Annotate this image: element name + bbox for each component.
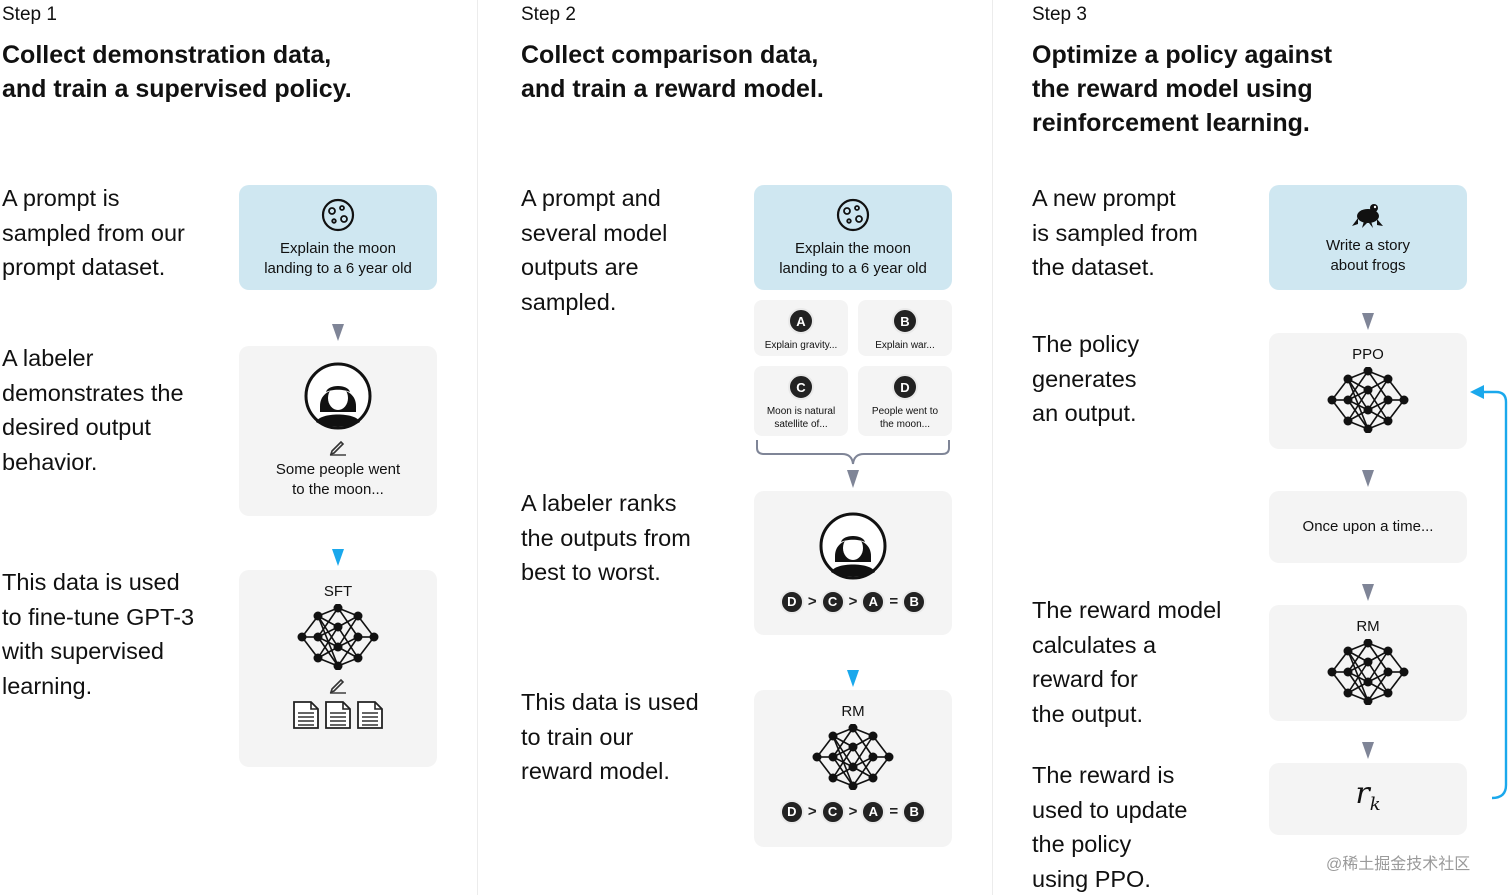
rm-label: RM [1356, 618, 1380, 635]
step-2-ranking-card: D > C > A = B [754, 491, 952, 635]
output-text: Explain gravity... [764, 340, 838, 351]
rank-badge: A [861, 800, 886, 824]
step-3-ppo-card: PPO [1269, 333, 1467, 449]
output-badge: C [788, 374, 814, 400]
rank-badge: B [902, 800, 927, 824]
document-icon [357, 701, 383, 729]
prompt-text-line: landing to a 6 year old [264, 259, 412, 277]
moon-icon [836, 198, 870, 231]
document-icon [325, 701, 351, 729]
ranking-row: D > C > A = B [779, 590, 927, 614]
bracket-connector-icon [756, 440, 950, 488]
neural-network-icon [1327, 639, 1409, 705]
rank-badge: B [902, 590, 927, 614]
output-badge: D [892, 374, 918, 400]
step-2-prompt-card: Explain the moon landing to a 6 year old [754, 185, 952, 290]
flow-arrow [1362, 584, 1374, 601]
rank-badge: D [779, 800, 804, 824]
pencil-icon [329, 678, 346, 694]
step-1-label: Step 1 [2, 4, 57, 25]
flow-arrow-blue [332, 549, 344, 566]
demo-text-line: to the moon... [292, 481, 384, 498]
rank-operator: > [807, 593, 817, 610]
moon-icon [321, 198, 355, 231]
flow-arrow [332, 324, 344, 341]
step-1-prompt-card: Explain the moon landing to a 6 year old [239, 185, 437, 290]
sft-label: SFT [323, 583, 353, 600]
rank-badge: C [820, 800, 845, 824]
output-badge: A [788, 308, 814, 334]
pencil-icon [329, 440, 346, 456]
reward-symbol: rk [1355, 775, 1381, 815]
step-3-label: Step 3 [1032, 4, 1087, 25]
rank-badge: D [779, 590, 804, 614]
frog-icon [1352, 203, 1383, 228]
rank-badge: C [820, 590, 845, 614]
flow-arrow [1362, 742, 1374, 759]
step-3-output-card: Once upon a time... [1269, 491, 1467, 563]
rank-operator: > [807, 803, 817, 820]
neural-network-icon [812, 724, 894, 790]
rank-badge: A [861, 590, 886, 614]
output-card-a: A Explain gravity... [754, 300, 848, 356]
rm-label: RM [841, 703, 865, 720]
column-divider-2 [992, 0, 993, 895]
flow-arrow [1362, 313, 1374, 330]
step-3-rm-card: RM [1269, 605, 1467, 721]
ppo-label: PPO [1352, 346, 1384, 363]
ranking-row: D > C > A = B [779, 800, 927, 824]
neural-network-icon [1327, 367, 1409, 433]
output-text: Once upon a time... [1302, 518, 1434, 535]
prompt-text-line: Write a story [1326, 236, 1410, 254]
column-divider-1 [477, 0, 478, 895]
step-3-title: Optimize a policy against the reward mod… [1032, 41, 1333, 137]
rank-operator: = [889, 593, 899, 610]
neural-network-icon [297, 604, 379, 670]
output-badge: B [892, 308, 918, 334]
feedback-arrow-icon [1470, 385, 1508, 800]
step-1-labeler-card: Some people went to the moon... [239, 346, 437, 516]
step-1-sft-card: SFT [239, 570, 437, 767]
demo-text-line: Some people went [275, 461, 401, 478]
step-2-rm-card: RM D > C > A = B [754, 690, 952, 847]
document-icon [293, 701, 319, 729]
watermark: @稀土掘金技术社区 [1326, 856, 1471, 873]
prompt-text-line: Explain the moon [795, 239, 911, 257]
flow-arrow-blue [847, 670, 859, 687]
step-1-title: Collect demonstration data, and train a … [2, 41, 352, 103]
prompt-text-line: about frogs [1330, 256, 1406, 274]
step-3-prompt-card: Write a story about frogs [1269, 185, 1467, 290]
rank-operator: > [848, 593, 858, 610]
output-card-b: B Explain war... [858, 300, 952, 356]
prompt-text-line: landing to a 6 year old [779, 259, 927, 277]
step-2-title: Collect comparison data, and train a rew… [521, 41, 824, 103]
output-text: Explain war... [875, 340, 935, 351]
prompt-text-line: Explain the moon [280, 239, 396, 257]
labeler-avatar-icon [304, 362, 372, 430]
step-3-reward-card: rk [1269, 763, 1467, 835]
rank-operator: > [848, 803, 858, 820]
labeler-avatar-icon [819, 512, 887, 580]
flow-arrow [1362, 470, 1374, 487]
rank-operator: = [889, 803, 899, 820]
step-2-label: Step 2 [521, 4, 576, 25]
